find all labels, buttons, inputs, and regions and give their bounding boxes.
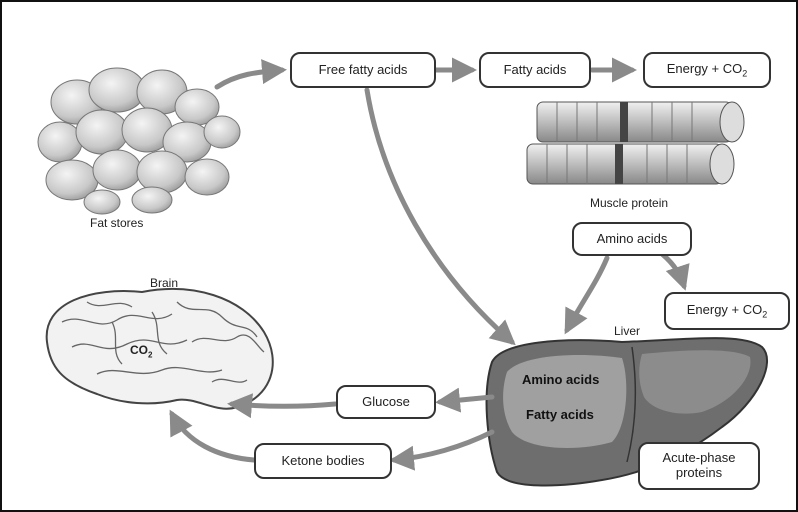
brain-co2-label: CO2 (130, 343, 152, 359)
energy-co2-right-node: Energy + CO2 (664, 292, 790, 330)
muscle-protein-label: Muscle protein (590, 196, 668, 210)
ketone-bodies-label: Ketone bodies (281, 454, 364, 469)
acute-phase-proteins-label: Acute-phase proteins (640, 451, 758, 481)
energy-co2-right-label: Energy + CO2 (687, 303, 768, 320)
fat-stores-image (38, 68, 240, 214)
acute-phase-proteins-node: Acute-phase proteins (638, 442, 760, 490)
arrow-ffa-to-liver (367, 90, 512, 342)
free-fatty-acids-node: Free fatty acids (290, 52, 436, 88)
fatty-acids-node: Fatty acids (479, 52, 591, 88)
brain-label: Brain (150, 276, 178, 290)
arrow-liver-to-ketone (394, 432, 492, 460)
amino-acids-label: Amino acids (597, 232, 668, 247)
brain-image (47, 289, 273, 409)
muscle-protein-image (527, 102, 744, 184)
liver-fatty-acids-label: Fatty acids (526, 407, 594, 422)
arrow-amino-to-liver (567, 258, 607, 330)
energy-co2-top-node: Energy + CO2 (643, 52, 771, 88)
arrow-glucose-to-brain (232, 404, 335, 406)
arrow-ketone-to-brain (172, 414, 254, 460)
energy-co2-top-label: Energy + CO2 (667, 62, 748, 79)
glucose-node: Glucose (336, 385, 436, 419)
arrow-liver-to-glucose (440, 397, 492, 402)
amino-acids-node: Amino acids (572, 222, 692, 256)
glucose-label: Glucose (362, 395, 410, 410)
ketone-bodies-node: Ketone bodies (254, 443, 392, 479)
liver-label: Liver (614, 324, 640, 338)
fat-stores-label: Fat stores (90, 216, 143, 230)
liver-amino-acids-label: Amino acids (522, 372, 599, 387)
free-fatty-acids-label: Free fatty acids (319, 63, 408, 78)
arrow-fat-to-ffa (217, 70, 282, 87)
arrow-amino-to-energy (662, 254, 684, 286)
fatty-acids-label: Fatty acids (504, 63, 567, 78)
